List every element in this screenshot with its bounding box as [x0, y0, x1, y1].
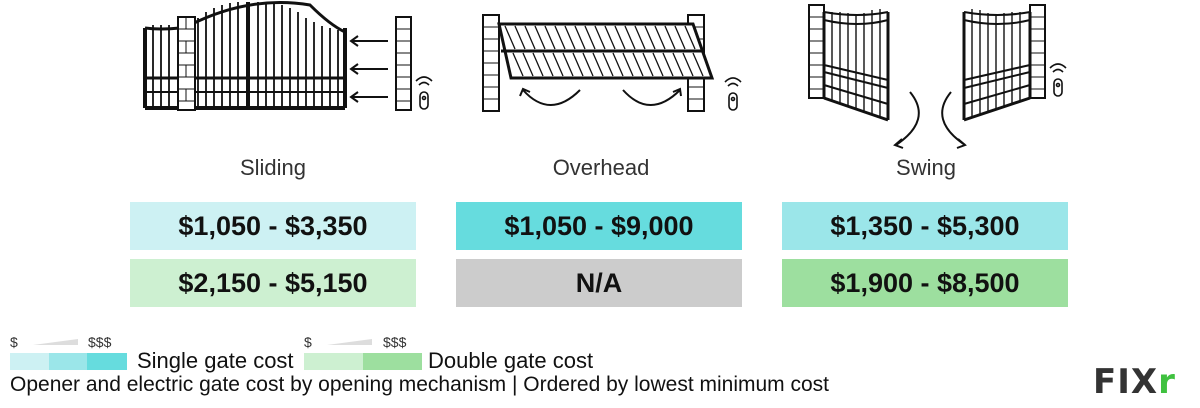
legend-double-label: Double gate cost: [428, 348, 594, 373]
legend-single-swatch: [10, 353, 127, 370]
legend-single-high: $$$: [88, 334, 112, 350]
legend-single-low: $: [10, 334, 18, 350]
legend-double-low: $: [304, 334, 312, 350]
legend-double-swatch: [304, 353, 422, 370]
swing-gate-icon: [808, 4, 1067, 149]
legend-double-high: $$$: [383, 334, 407, 350]
sliding-single-price: $1,050 - $3,350: [130, 202, 416, 250]
overhead-double-price: N/A: [456, 259, 742, 307]
overhead-gate-icon: [482, 14, 742, 112]
swing-single-price: $1,350 - $5,300: [782, 202, 1068, 250]
column-label-overhead: Overhead: [552, 155, 650, 180]
legend-double-wedge: [327, 339, 372, 345]
column-label-swing: Swing: [896, 155, 956, 180]
legend-single-wedge: [33, 339, 78, 345]
sliding-gate-icon: [143, 1, 433, 111]
column-label-sliding: Sliding: [239, 155, 307, 180]
chart-caption: Opener and electric gate cost by opening…: [10, 373, 829, 396]
fixr-logo: FIXr: [1093, 362, 1176, 402]
legend-single-label: Single gate cost: [137, 348, 294, 373]
swing-double-price: $1,900 - $8,500: [782, 259, 1068, 307]
sliding-double-price: $2,150 - $5,150: [130, 259, 416, 307]
overhead-single-price: $1,050 - $9,000: [456, 202, 742, 250]
logo-accent: r: [1158, 362, 1176, 402]
logo-main: FIX: [1093, 362, 1159, 402]
